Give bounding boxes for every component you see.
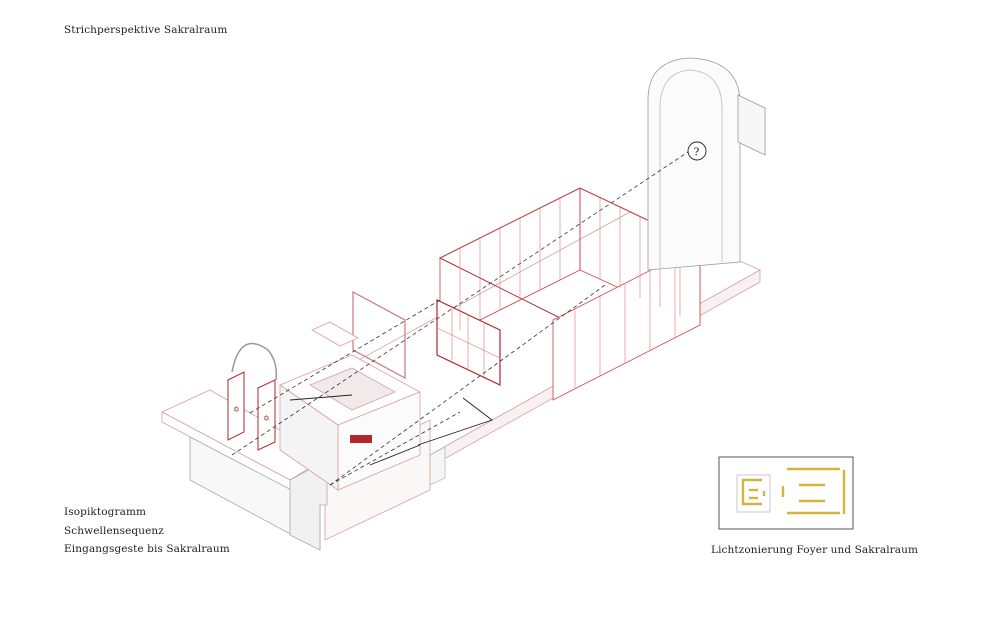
threshold-beam (311, 321, 359, 347)
tower (647, 57, 741, 271)
path-arrow (289, 394, 353, 401)
portal-door-right (257, 379, 276, 451)
portal-arch (231, 342, 278, 381)
path-arrow (417, 397, 493, 446)
foyer-red-window (350, 435, 372, 443)
path-arrow (369, 444, 421, 466)
portal-door-left (227, 371, 245, 441)
sight-line (329, 411, 461, 486)
question-marker-label: ? (694, 146, 700, 159)
tower-annex (737, 94, 766, 156)
caption-line-1: Isopiktogramm (64, 506, 147, 518)
caption-line-3: Eingangsgeste bis Sakralraum (64, 543, 230, 555)
foyer-light-well (309, 367, 396, 411)
sight-line (249, 299, 441, 414)
caption-line-2: Schwellensequenz (64, 525, 164, 537)
foyer-cube-left (279, 384, 339, 491)
star-of-david-icon: ✡ (233, 405, 240, 414)
drawing-title: Strichperspektive Sakralraum (64, 24, 228, 36)
star-of-david-icon: ✡ (263, 414, 270, 423)
light-zoning-legend (718, 456, 854, 530)
question-marker (687, 141, 707, 161)
sight-line (231, 151, 689, 456)
threshold-frame (352, 290, 406, 380)
legend-caption: Lichtzonierung Foyer und Sakralraum (711, 544, 919, 556)
tower-inner (659, 69, 723, 270)
sight-line (329, 284, 606, 486)
